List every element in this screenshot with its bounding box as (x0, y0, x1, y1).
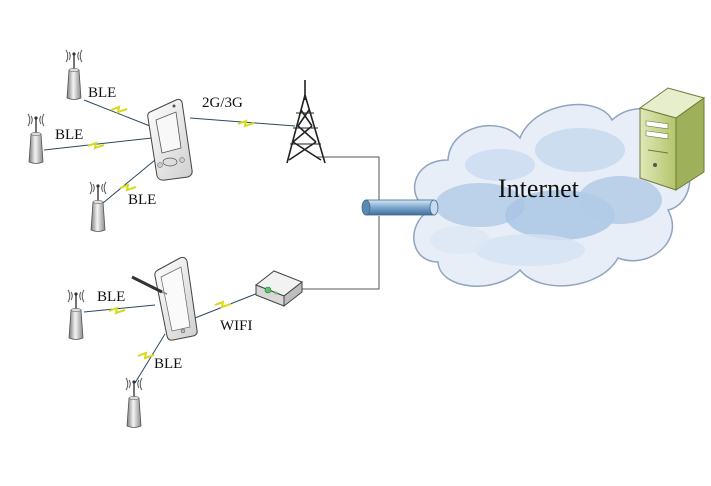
ble-label-4: BLE (97, 289, 125, 305)
backbone-pipe-icon (361, 199, 439, 216)
connection-lines (43, 99, 380, 384)
server-icon (638, 87, 706, 191)
ble-sensor-icon (27, 113, 45, 165)
ble-link-4-bolt (108, 307, 126, 314)
ble-label-3: BLE (128, 192, 156, 208)
ble-sensor-icon (125, 377, 143, 429)
ble-label-2: BLE (55, 127, 83, 143)
wifi-label: WIFI (220, 318, 253, 334)
cell-tower-icon (286, 80, 326, 164)
ble-link-5-bolt (137, 352, 155, 359)
ble-label-1: BLE (88, 85, 116, 101)
internet-label: Internet (498, 174, 580, 203)
ble-label-5: BLE (154, 356, 182, 372)
wifi-link-bolt (214, 301, 232, 308)
ble-link-3-bolt (119, 184, 137, 191)
handheld-phone-icon (147, 98, 193, 181)
tablet-icon (131, 256, 198, 341)
cloud-icon (413, 103, 691, 287)
wifi-router-icon (255, 270, 303, 308)
ble-sensor-icon (65, 49, 83, 101)
cellular-label: 2G/3G (202, 95, 243, 111)
ble-sensor-icon (89, 181, 107, 233)
ble-sensor-icon (67, 289, 85, 341)
